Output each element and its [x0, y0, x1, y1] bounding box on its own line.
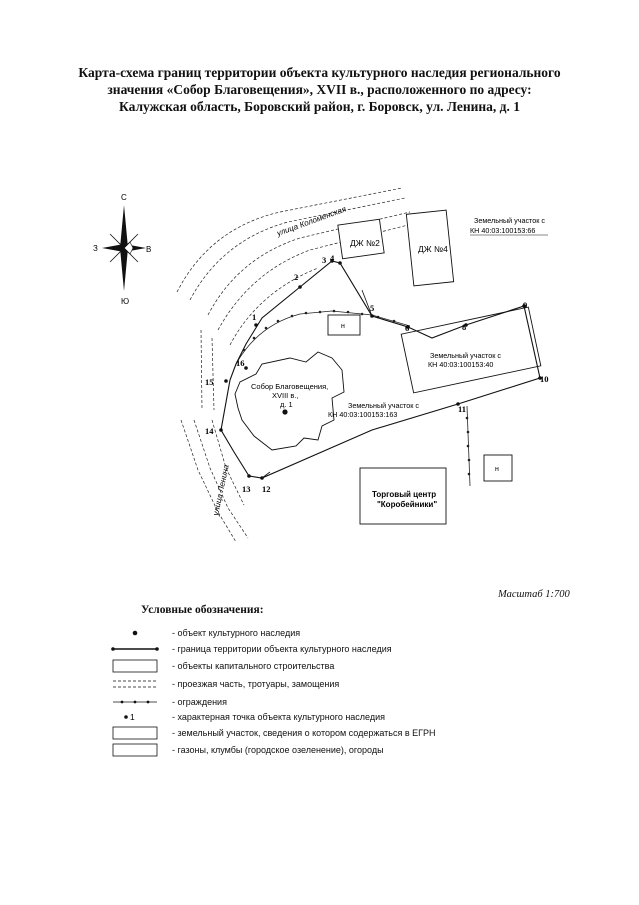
legend-label: - объект культурного наследия [172, 628, 301, 638]
label-dzh2: ДЖ №2 [350, 238, 380, 248]
point-label-5: 5 [370, 303, 374, 313]
point-label-3: 3 [322, 255, 326, 265]
title-line-1: Карта-схема границ территории объекта ку… [78, 65, 561, 80]
compass-north-label: С [121, 193, 127, 202]
legend-item-fence: - ограждения [112, 695, 532, 711]
heritage-object-marker-icon [282, 409, 288, 415]
building-plot40 [400, 306, 542, 394]
title-line-2: значения «Собор Благовещения», XVII в., … [107, 82, 532, 97]
point-label-4: 4 [330, 253, 335, 263]
plot66-label-2: КН 40:03:100153:66 [470, 226, 535, 235]
fence-line [235, 309, 471, 487]
legend-label: - объекты капитального строительства [172, 661, 335, 671]
legend-title: Условные обозначения: [141, 604, 264, 616]
plot163-label-2: КН 40:03:100153:163 [328, 410, 397, 419]
point-label-8: 8 [462, 322, 466, 332]
map-title: Карта-схема границ территории объекта ку… [0, 64, 639, 115]
legend-item-buildings: - объекты капитального строительства [112, 659, 532, 675]
legend-label: - характерная точка объекта культурного … [172, 712, 386, 722]
point-label-16: 16 [236, 358, 245, 368]
street-lenina-label: улица Ленина [211, 463, 231, 517]
building-shop [359, 467, 447, 525]
legend-item-roads: - проезжая часть, тротуары, замощения [112, 677, 532, 693]
label-n1: н [341, 323, 345, 330]
point-label-10: 10 [540, 374, 549, 384]
legend-item-boundary: - граница территории объекта культурного… [112, 642, 532, 658]
cathedral-label-1: Собор Благовещения, [251, 382, 328, 391]
legend-label: - газоны, клумбы (городское озеленение),… [172, 745, 384, 755]
legend-point-sample: 1 [130, 712, 135, 722]
building-n2 [483, 454, 513, 482]
roads [176, 187, 413, 543]
compass-rose-icon: С Ю З В [93, 193, 151, 306]
legend-label: - земельный участок, сведения о котором … [172, 728, 436, 738]
legend-item-point: - характерная точка объекта культурного … [112, 710, 532, 726]
characteristic-points [219, 259, 542, 480]
label-n2: н [495, 466, 499, 473]
legend-label: - ограждения [172, 697, 227, 707]
legend-item-land-plot: - земельный участок, сведения о котором … [112, 726, 532, 742]
buildings [327, 209, 542, 525]
street-kolomenskaya-label: улица Коломенская [275, 204, 348, 238]
compass-west-label: З [93, 244, 98, 253]
point-label-13: 13 [242, 484, 251, 494]
legend-item-lawns: - газоны, клумбы (городское озеленение),… [112, 743, 532, 759]
point-label-11: 11 [458, 404, 466, 414]
cathedral-label-3: д. 1 [280, 400, 293, 409]
title-line-3: Калужская область, Боровский район, г. Б… [118, 99, 521, 114]
compass-south-label: Ю [121, 297, 129, 306]
point-label-15: 15 [205, 377, 214, 387]
label-dzh4: ДЖ №4 [418, 244, 448, 254]
legend-item-heritage-object: - объект культурного наследия [112, 626, 532, 642]
point-label-6: 6 [405, 323, 409, 333]
legend-symbols [111, 630, 159, 757]
point-label-2: 2 [294, 272, 298, 282]
point-label-9: 9 [523, 300, 527, 310]
compass-east-label: В [146, 245, 151, 254]
cathedral-label-2: XVIII в., [272, 391, 299, 400]
building-n1 [327, 314, 361, 336]
building-dzh4 [405, 209, 455, 287]
plot66-label-1: Земельный участок с [474, 216, 545, 225]
plot40-label-1: Земельный участок с [430, 351, 501, 360]
map-scale: Масштаб 1:700 [498, 589, 570, 600]
point-label-14: 14 [205, 426, 214, 436]
plot163-label-1: Земельный участок с [348, 401, 419, 410]
legend-label: - граница территории объекта культурного… [172, 644, 392, 654]
shop-label-2: "Коробейники" [377, 500, 437, 509]
building-dzh2 [337, 218, 385, 260]
point-label-12: 12 [262, 484, 271, 494]
shop-label-1: Торговый центр [372, 490, 436, 499]
cathedral-building [234, 351, 345, 451]
plot40-label-2: КН 40:03:100153:40 [428, 360, 493, 369]
point-label-1: 1 [252, 312, 256, 322]
legend-label: - проезжая часть, тротуары, замощения [172, 679, 340, 689]
